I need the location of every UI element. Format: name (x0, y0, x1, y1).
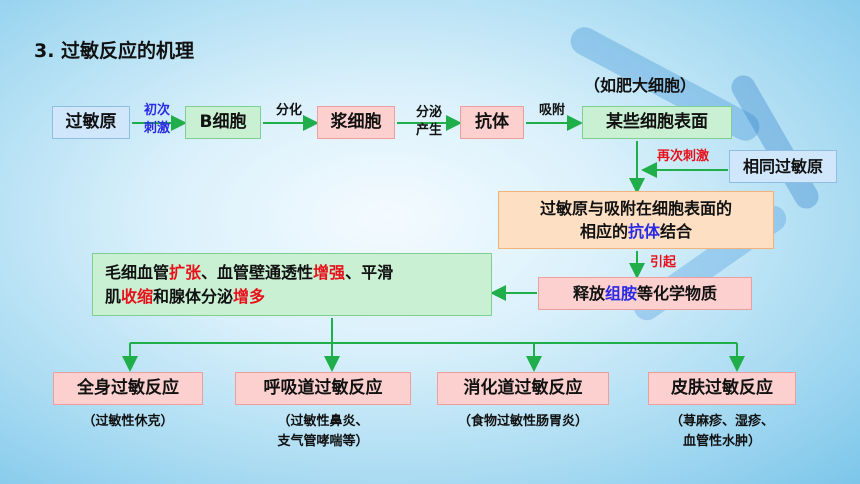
label-secrete-line2: 产生 (415, 122, 442, 138)
label-again-stimulus: 再次刺激 (656, 149, 709, 164)
effects-dilate: 扩张 (169, 263, 202, 283)
label-first-line2: 刺激 (143, 120, 170, 136)
page-title: 3. 过敏反应的机理 (34, 40, 195, 62)
label-differentiate: 分化 (275, 103, 302, 118)
binding-antibody: 抗体 (627, 222, 660, 241)
node-b-cell: B细胞 (185, 106, 261, 139)
label-first-stimulus: 初次 刺激 (134, 102, 180, 137)
node-allergen: 过敏原 (52, 106, 130, 139)
effects-muscle: 肌 (105, 286, 122, 306)
effects-line1: 毛细血管扩张、血管壁通透性增强、平滑 (105, 261, 393, 284)
node-cell-surface: 某些细胞表面 (582, 106, 732, 139)
reaction-respiratory-note: （过敏性鼻炎、 支气管哮喘等） (235, 412, 411, 452)
release-pre: 释放 (572, 283, 605, 303)
reaction-respiratory-note-1: （过敏性鼻炎、 (277, 414, 369, 429)
effects-contract: 收缩 (121, 286, 154, 306)
node-effects: 毛细血管扩张、血管壁通透性增强、平滑 肌收缩和腺体分泌增多 (92, 253, 492, 316)
effects-capillary: 毛细血管 (105, 263, 170, 283)
node-release: 释放组胺等化学物质 (538, 277, 752, 310)
reaction-skin-note-2: 血管性水肿） (682, 434, 761, 450)
node-same-allergen: 相同过敏原 (729, 150, 837, 183)
effects-increase: 增强 (313, 263, 346, 283)
reaction-skin-note-1: （荨麻疹、湿疹、 (669, 414, 774, 429)
binding-line1: 过敏原与吸附在细胞表面的 (539, 198, 732, 218)
reaction-systemic-note: （过敏性休克） (82, 414, 174, 429)
label-secrete-line1: 分泌 (415, 105, 442, 120)
release-post: 等化学物质 (637, 283, 718, 303)
reaction-skin-note: （荨麻疹、湿疹、 血管性水肿） (636, 412, 808, 452)
label-adsorb: 吸附 (538, 103, 565, 118)
label-first-line1: 初次 (143, 103, 170, 118)
release-histamine: 组胺 (604, 283, 637, 303)
binding-line2: 相应的抗体结合 (580, 220, 692, 243)
label-cause: 引起 (649, 255, 676, 270)
effects-gland: 和腺体分泌 (153, 286, 234, 306)
effects-more: 增多 (233, 286, 266, 306)
effects-permeability: 、血管壁通透性 (201, 263, 314, 283)
effects-line2: 肌收缩和腺体分泌增多 (105, 285, 265, 308)
reaction-respiratory: 呼吸道过敏反应 (235, 372, 411, 405)
reaction-respiratory-note-2: 支气管哮喘等） (277, 434, 369, 450)
node-antibody: 抗体 (460, 106, 524, 139)
label-secrete: 分泌 产生 (402, 104, 456, 139)
reaction-systemic: 全身过敏反应 (53, 372, 203, 405)
note-mast-cell: （如肥大细胞） (583, 76, 696, 95)
node-binding: 过敏原与吸附在细胞表面的 相应的抗体结合 (498, 191, 774, 249)
reaction-digestive-note: （食物过敏性肠胃炎） (457, 414, 588, 429)
binding-post: 结合 (660, 222, 693, 241)
effects-smooth: 、平滑 (345, 263, 394, 283)
node-plasma-cell: 浆细胞 (317, 106, 395, 139)
reaction-skin: 皮肤过敏反应 (648, 372, 796, 405)
reaction-digestive: 消化道过敏反应 (437, 372, 609, 405)
binding-mid: 相应的 (579, 222, 628, 241)
